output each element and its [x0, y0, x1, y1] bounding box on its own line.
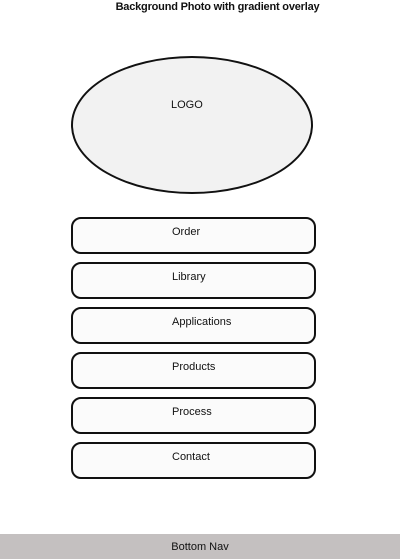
- menu-item-label: Applications: [172, 316, 232, 328]
- menu-item-products[interactable]: Products: [71, 352, 316, 389]
- bottom-nav[interactable]: Bottom Nav: [0, 534, 400, 559]
- logo-label: LOGO: [171, 99, 203, 111]
- menu-item-label: Contact: [172, 451, 210, 463]
- menu-item-label: Process: [172, 406, 212, 418]
- menu-item-label: Products: [172, 361, 216, 373]
- menu-item-applications[interactable]: Applications: [71, 307, 316, 344]
- menu-item-process[interactable]: Process: [71, 397, 316, 434]
- background-annotation: Background Photo with gradient overlay: [115, 1, 320, 13]
- menu-item-contact[interactable]: Contact: [71, 442, 316, 479]
- menu-item-library[interactable]: Library: [71, 262, 316, 299]
- logo-placeholder: [71, 56, 313, 194]
- menu-item-label: Order: [172, 226, 201, 238]
- menu-item-order[interactable]: Order: [71, 217, 316, 254]
- menu-item-label: Library: [172, 271, 206, 283]
- main-menu: Order Library Applications Products Proc…: [71, 217, 316, 487]
